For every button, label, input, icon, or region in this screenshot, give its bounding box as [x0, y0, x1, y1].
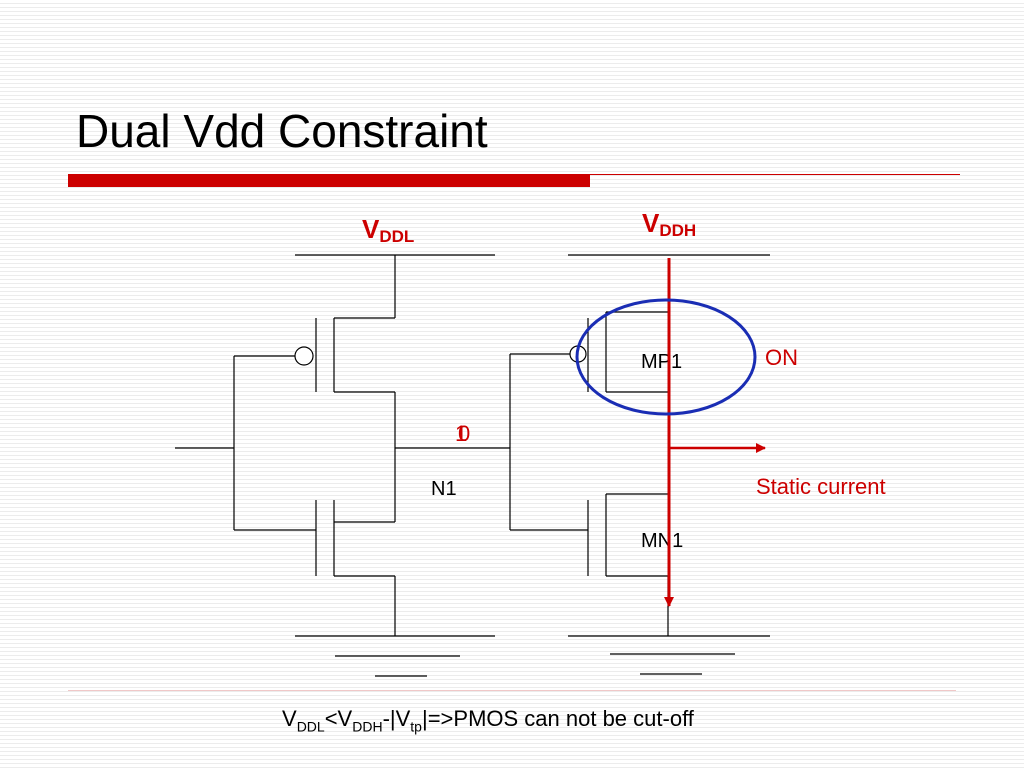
on-highlight-ellipse — [575, 298, 757, 416]
vddh-label: VDDH — [642, 208, 696, 240]
inverter-2 — [509, 254, 770, 675]
node-value-new: 0 — [458, 421, 470, 446]
footer-text-1: <V — [324, 706, 353, 731]
constraint-statement: VDDL<VDDH-|Vtp|=>PMOS can not be cut-off — [282, 706, 694, 734]
footer-divider — [68, 690, 956, 691]
vddl-main: V — [362, 214, 380, 244]
title-underline — [68, 174, 960, 188]
title-underline-thick — [68, 174, 590, 187]
footer-sub-tp: tp — [410, 718, 422, 735]
on-label: ON — [765, 345, 798, 370]
footer-sub-ddl: DDL — [296, 718, 325, 735]
pmos1-gate-bubble — [294, 346, 314, 366]
footer-text-2: -|V — [382, 706, 411, 731]
slide-title: Dual Vdd Constraint — [76, 105, 488, 157]
vddh-main: V — [642, 208, 660, 238]
mp1-label: MP1 — [641, 351, 682, 373]
footer-v1: V — [282, 706, 297, 731]
node-n1-label: N1 — [431, 478, 457, 500]
footer-text-3: |=>PMOS can not be cut-off — [421, 706, 694, 731]
vddh-sub: DDH — [659, 221, 696, 240]
node-value-old: 1 — [455, 421, 467, 446]
inverter-1 — [175, 254, 510, 677]
vddl-label: VDDL — [362, 214, 414, 246]
static-current-label: Static current — [756, 474, 886, 499]
footer-sub-ddh: DDH — [352, 718, 383, 735]
vddl-sub: DDL — [379, 227, 414, 246]
mn1-label: MN1 — [641, 530, 683, 552]
title-underline-thin — [590, 174, 960, 175]
